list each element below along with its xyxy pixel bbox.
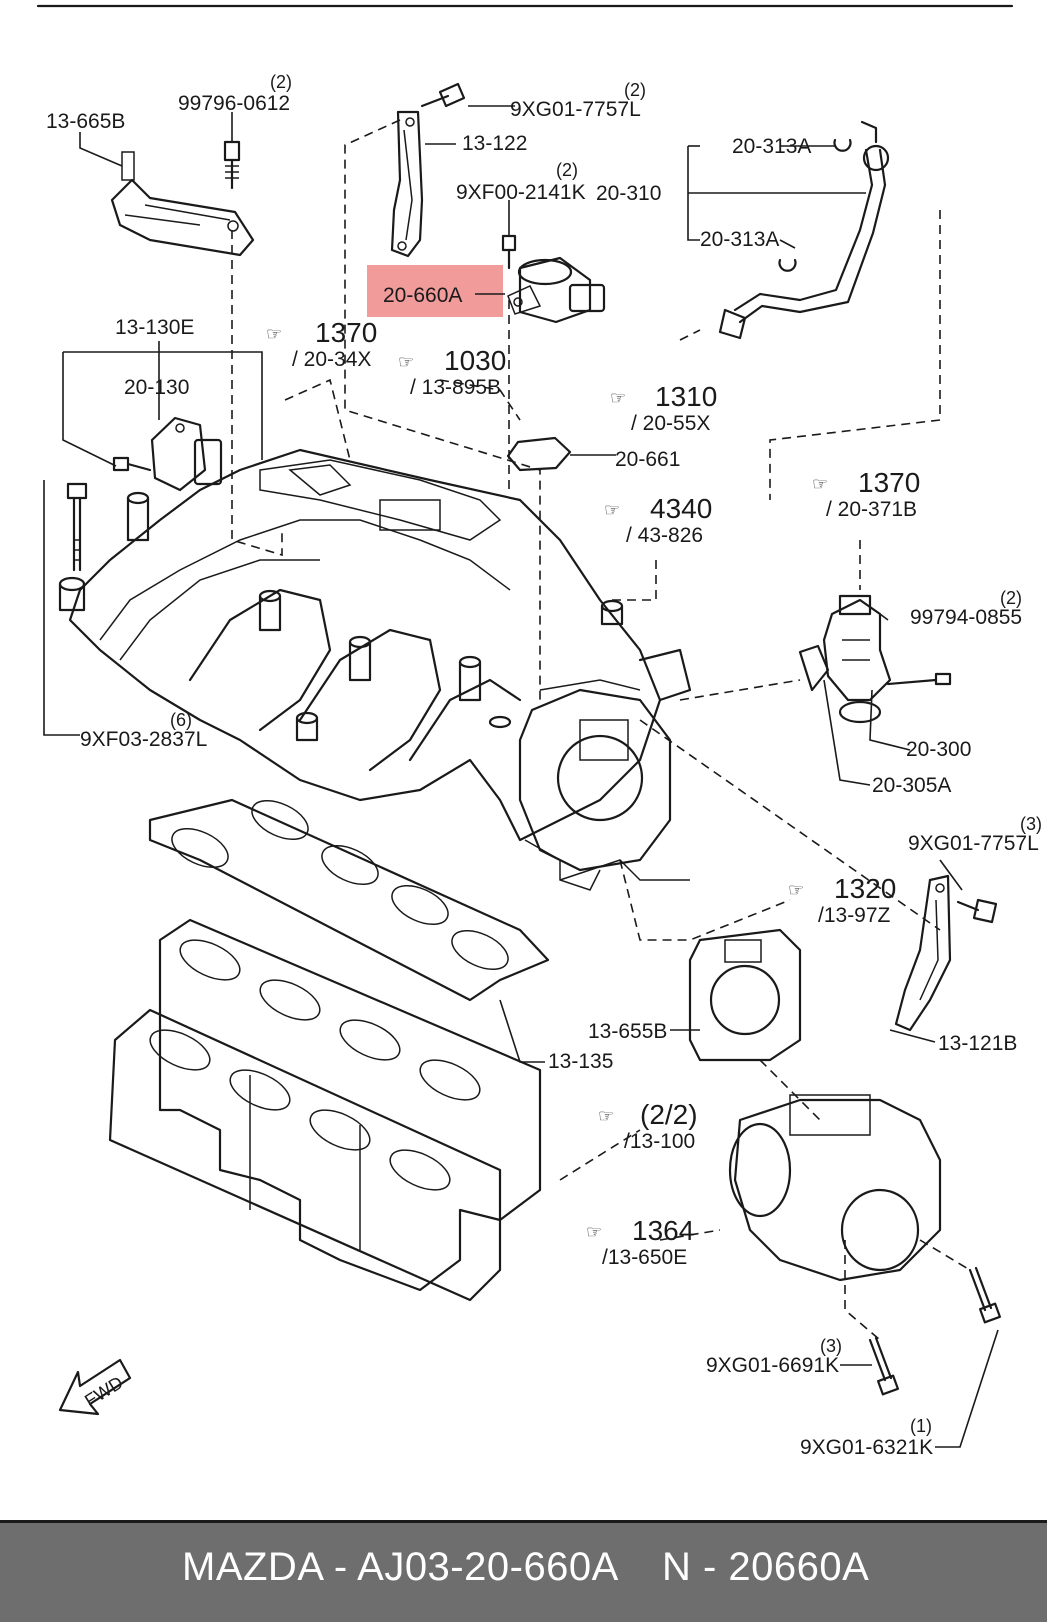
label-fwd: FWD	[81, 1372, 126, 1411]
label-13-665B: 13-665B	[46, 110, 125, 133]
hand-icon-1364: ☞	[586, 1222, 602, 1242]
label-20-130: 20-130	[124, 376, 189, 399]
ref-2-2: (2/2)	[640, 1099, 698, 1130]
ref-4340-sub: / 43-826	[626, 524, 703, 547]
label-13-655B: 13-655B	[588, 1020, 667, 1043]
label-13-121B: 13-121B	[938, 1032, 1017, 1055]
hose-20-310	[718, 120, 890, 340]
label-qty-9XG01-6691K: (3)	[820, 1336, 842, 1356]
label-9XG01-7757L-top: 9XG01-7757L	[510, 98, 641, 121]
gasket-20-305A	[798, 644, 830, 692]
label-20-661: 20-661	[615, 448, 680, 471]
bolt-9XG01-6691K	[868, 1336, 900, 1396]
bracket-13-122	[390, 110, 424, 258]
ref-1310-sub: / 20-55X	[631, 412, 710, 435]
label-9XF03-2837L: 9XF03-2837L	[80, 728, 207, 751]
screw-20-130	[112, 456, 152, 472]
ref-1320-sub: /13-97Z	[818, 904, 891, 927]
leader-lines	[43, 105, 999, 1448]
label-13-122: 13-122	[462, 132, 527, 155]
bolt-9XG01-7757L-top	[420, 82, 466, 108]
gasket-20-661	[506, 436, 572, 472]
manifold-bosses	[58, 491, 624, 742]
label-13-130E: 13-130E	[115, 316, 194, 339]
exploded-parts-drawing: 13-665B (2) 99796-0612 (2) 9XG01-7757L 1…	[36, 4, 1042, 1459]
bolt-99794-0855	[886, 672, 952, 686]
bolt-9XG01-7757L-right	[956, 898, 998, 924]
fwd-arrow-icon	[58, 1358, 132, 1416]
hand-icon-1370a: ☞	[266, 324, 282, 344]
intake-manifold	[58, 448, 692, 891]
bracket-13-121B	[894, 874, 952, 1032]
label-qty-9XF03-2837L: (6)	[170, 710, 192, 730]
ref-1310: 1310	[655, 381, 717, 412]
ref-1370a: 1370	[315, 317, 377, 348]
bolt-9XF03-2837L	[66, 482, 88, 572]
label-qty-9XG01-6321K: (1)	[910, 1416, 932, 1436]
lower-manifold	[108, 918, 542, 1302]
label-20-660A: 20-660A	[383, 284, 462, 307]
ref-2-2-sub: /13-100	[624, 1130, 695, 1153]
hand-icon-2-2: ☞	[598, 1106, 614, 1126]
caption-reference: N - 20660A	[662, 1545, 870, 1589]
sensor-20-130	[150, 416, 223, 492]
ref-1364-sub: /13-650E	[602, 1246, 687, 1269]
label-9XG01-7757L-right: 9XG01-7757L	[908, 832, 1039, 855]
ref-1364: 1364	[632, 1215, 694, 1246]
label-20-310: 20-310	[596, 182, 661, 205]
bolt-9XF00-2141K	[501, 234, 517, 270]
hand-icon-1310: ☞	[610, 388, 626, 408]
ref-1370a-sub: / 20-34X	[292, 348, 371, 371]
label-9XG01-6321K: 9XG01-6321K	[800, 1436, 933, 1459]
hand-icon-1030: ☞	[398, 352, 414, 372]
label-9XF00-2141K: 9XF00-2141K	[456, 181, 586, 204]
label-13-135: 13-135	[548, 1050, 613, 1073]
label-9XG01-6691K: 9XG01-6691K	[706, 1354, 839, 1377]
label-99796-0612: 99796-0612	[178, 92, 290, 115]
ref-1370b: 1370	[858, 467, 920, 498]
ref-1030-sub: / 13-895B	[410, 376, 501, 399]
label-qty-9XG01-7757L-top: (2)	[624, 80, 646, 100]
label-20-313A-mid: 20-313A	[700, 228, 779, 251]
ref-4340: 4340	[650, 493, 712, 524]
ref-1030: 1030	[444, 345, 506, 376]
hand-icon-1370b: ☞	[812, 474, 828, 494]
gasket-13-655B	[688, 928, 802, 1062]
valve-20-300	[822, 594, 892, 724]
bolt-99796-0612	[223, 140, 241, 190]
bracket-13-665B	[110, 151, 255, 257]
hand-icon-1320: ☞	[788, 880, 804, 900]
ref-1320: 1320	[834, 873, 896, 904]
label-qty-99796-0612: (2)	[270, 72, 292, 92]
label-qty-9XF00-2141K: (2)	[556, 160, 578, 180]
dashed-guides	[231, 119, 971, 1341]
parts-diagram: 13-665B (2) 99796-0612 (2) 9XG01-7757L 1…	[36, 4, 1042, 1459]
highlight-20-660A	[367, 265, 503, 317]
bolt-9XG01-6321K	[968, 1266, 1002, 1324]
label-20-300: 20-300	[906, 738, 971, 761]
label-qty-99794-0855: (2)	[1000, 588, 1022, 608]
label-20-305A: 20-305A	[872, 774, 951, 797]
valve-20-660A	[507, 256, 606, 324]
caption-part-number: MAZDA - AJ03-20-660A	[182, 1545, 619, 1589]
label-99794-0855: 99794-0855	[910, 606, 1022, 629]
ref-1370b-sub: / 20-371B	[826, 498, 917, 521]
hand-icon-4340: ☞	[604, 500, 620, 520]
caption-bar: MAZDA - AJ03-20-660A N - 20660A	[0, 1520, 1047, 1622]
label-20-313A-top: 20-313A	[732, 135, 811, 158]
gasket-13-135	[148, 798, 550, 1002]
label-qty-9XG01-7757L-right: (3)	[1020, 814, 1042, 834]
throttle-body	[728, 1094, 942, 1282]
